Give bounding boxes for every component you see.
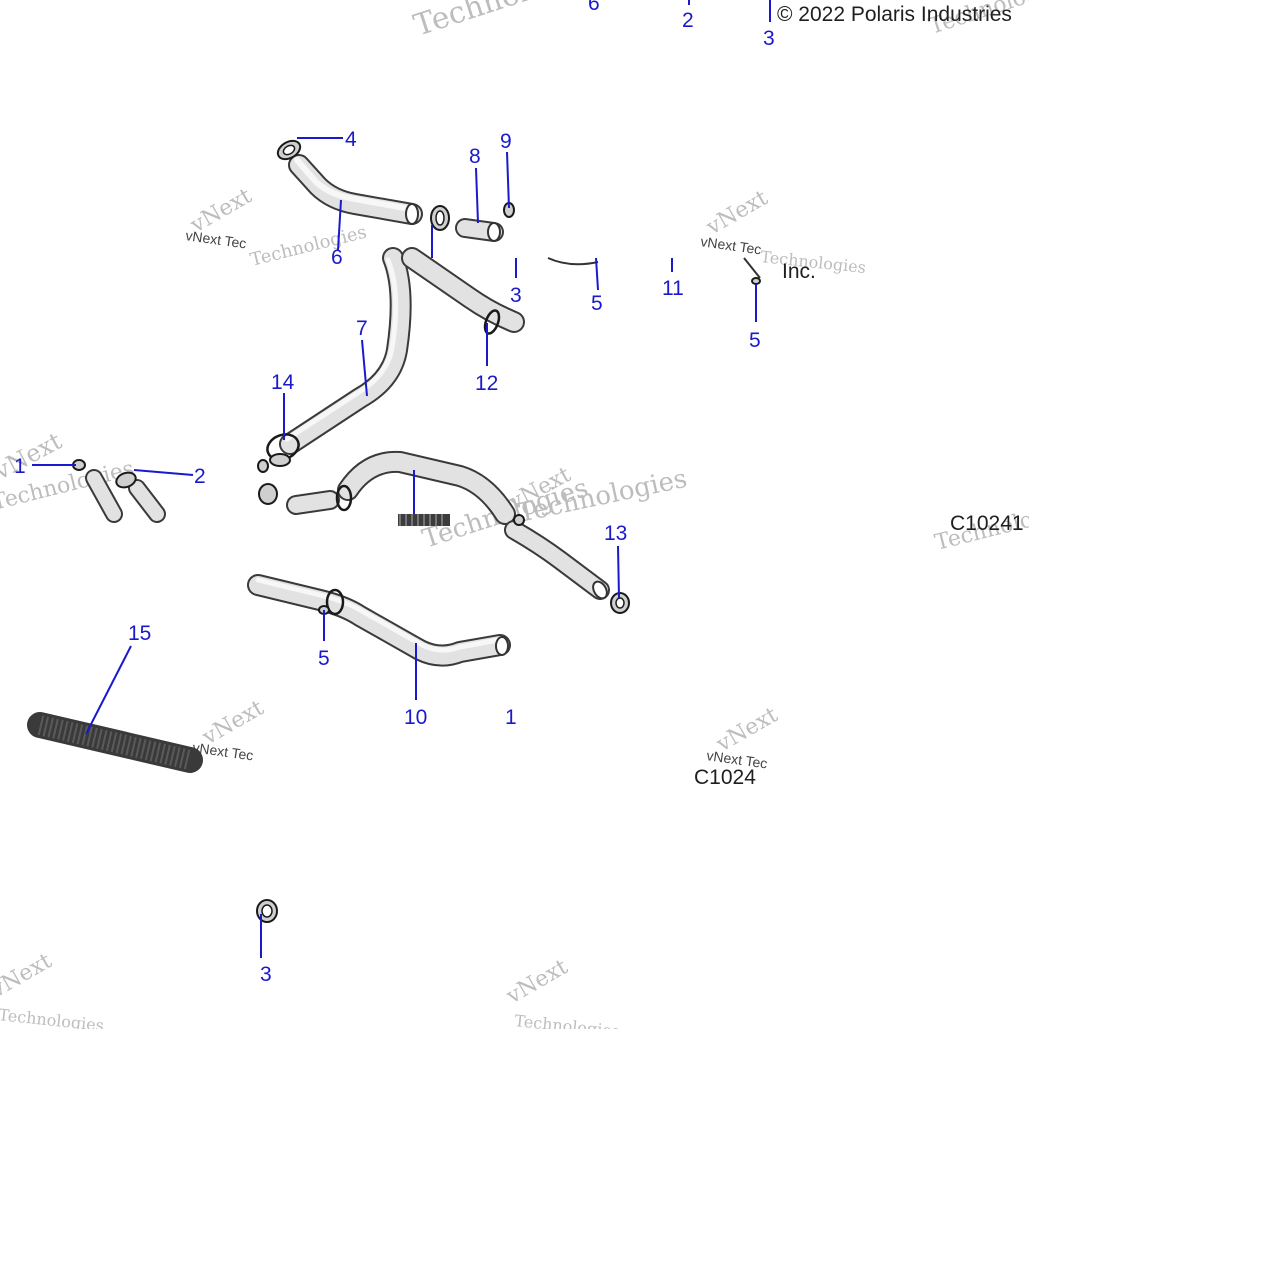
callout-13: 13 xyxy=(604,522,627,545)
watermark-text: vNext xyxy=(0,948,56,1003)
clamp-part-3 xyxy=(430,205,450,231)
watermark-text: vNext Tec xyxy=(700,233,763,257)
callout-5-a: 5 xyxy=(591,292,603,315)
callout-10: 10 xyxy=(404,706,427,729)
callout-5-b: 5 xyxy=(749,329,761,352)
hose-part-12 xyxy=(401,247,525,335)
callout-12: 12 xyxy=(475,372,498,395)
callout-5-c: 5 xyxy=(318,647,330,670)
corrugated-hose-part-15 xyxy=(27,712,203,773)
hose-part-7 xyxy=(279,247,412,455)
watermark-text: vNext Tec xyxy=(185,227,248,251)
copyright-text: © 2022 Polaris Industries xyxy=(777,3,1012,26)
corrugated-hose-piece xyxy=(398,514,450,526)
callout-14: 14 xyxy=(271,371,295,394)
hose-fragment-5 xyxy=(547,257,761,285)
hose-part-13 xyxy=(504,514,630,614)
watermark-text: Technologies xyxy=(248,222,369,271)
watermark-text: vNext xyxy=(702,185,773,240)
hose-part-10 xyxy=(247,574,511,667)
callout-1: 1 xyxy=(14,455,26,478)
leader-lines xyxy=(32,0,771,958)
hose-part-1-2 xyxy=(72,459,166,523)
callout-11: 11 xyxy=(662,277,684,300)
callout-6: 6 xyxy=(331,246,343,269)
callout-3-bottom: 3 xyxy=(260,963,272,986)
hose-part-10-upper xyxy=(257,450,516,525)
callout-6-top: 6 xyxy=(588,0,600,15)
clamp-part-4 xyxy=(276,139,302,161)
callout-3-top: 3 xyxy=(763,27,775,50)
callout-numbers: 6 2 3 4 8 9 6 3 5 11 5 7 12 14 1 2 13 15… xyxy=(14,0,775,986)
callout-7: 7 xyxy=(356,317,368,340)
callout-9: 9 xyxy=(500,130,512,153)
hose-part-6 xyxy=(288,154,423,225)
callout-2: 2 xyxy=(194,465,206,488)
callout-4: 4 xyxy=(345,128,357,151)
copyright-tail: Inc. xyxy=(782,260,816,283)
callout-1-b: 1 xyxy=(505,706,517,729)
callout-3-mid: 3 xyxy=(510,284,522,307)
callout-8: 8 xyxy=(469,145,481,168)
clamp-part-14 xyxy=(266,433,300,467)
watermark-text: vNext xyxy=(502,954,573,1009)
figure-code: C10241 xyxy=(950,512,1024,535)
watermark-text: Technologies xyxy=(410,0,610,44)
callout-15: 15 xyxy=(128,622,151,645)
hose-part-8 xyxy=(455,218,504,242)
callout-2-top: 2 xyxy=(682,9,694,32)
figure-code-partial: C1024 xyxy=(694,766,756,789)
